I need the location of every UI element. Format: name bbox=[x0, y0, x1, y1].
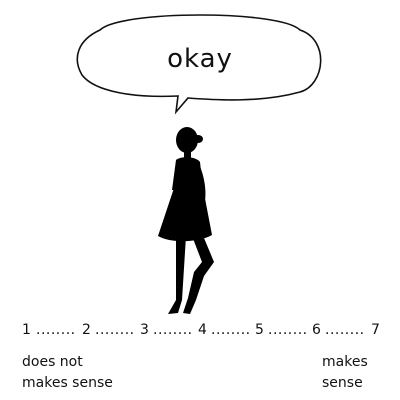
scale-point-3[interactable]: 3 bbox=[140, 322, 149, 338]
scale-separator: ........ bbox=[268, 322, 308, 338]
scale-point-7[interactable]: 7 bbox=[371, 322, 380, 338]
scale-label-low-line-2: makes sense bbox=[22, 375, 113, 391]
scale-separator: ........ bbox=[325, 322, 365, 338]
scale-label-high-line-2: sense bbox=[322, 375, 363, 391]
scale-point-6[interactable]: 6 bbox=[312, 322, 321, 338]
speech-bubble bbox=[76, 14, 322, 115]
scale-label-high-line-1: makes bbox=[322, 354, 368, 370]
scale-point-2[interactable]: 2 bbox=[82, 322, 91, 338]
rating-scale: 1 ........ 2 ........ 3 ........ 4 .....… bbox=[22, 322, 387, 344]
scale-point-1[interactable]: 1 bbox=[22, 322, 31, 338]
scale-label-low: does not makes sense bbox=[22, 352, 132, 394]
scale-label-low-line-1: does not bbox=[22, 354, 83, 370]
scale-point-4[interactable]: 4 bbox=[198, 322, 207, 338]
speech-bubble-text: okay bbox=[167, 44, 233, 74]
scale-separator: ........ bbox=[153, 322, 193, 338]
woman-silhouette bbox=[158, 127, 214, 314]
scale-separator: ........ bbox=[211, 322, 251, 338]
scale-label-high: makes sense bbox=[322, 352, 382, 394]
scale-separator: ........ bbox=[95, 322, 135, 338]
scale-separator: ........ bbox=[36, 322, 76, 338]
scale-point-5[interactable]: 5 bbox=[255, 322, 264, 338]
